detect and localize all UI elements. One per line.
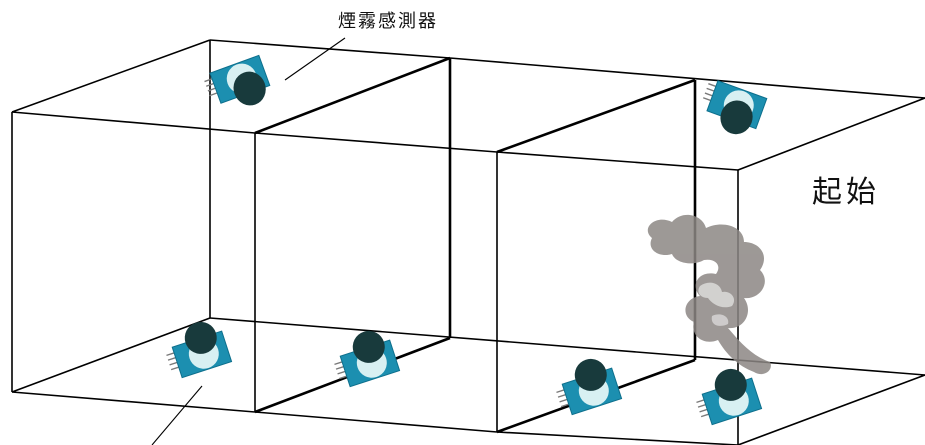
front-top-edge-1 — [11, 111, 256, 134]
divider-frames — [254, 56, 697, 434]
floor-sensor-leader — [151, 385, 203, 445]
right-roof-diagonal — [737, 97, 925, 171]
divider-1-roof — [254, 56, 451, 135]
floor-sensor-1 — [163, 321, 233, 381]
left-floor-diagonal — [11, 317, 211, 393]
divider-2-roof — [496, 78, 696, 154]
smoke-plume-icon — [647, 214, 771, 375]
start-label: 起始 — [812, 175, 880, 210]
front-top-edge-2 — [254, 132, 498, 153]
floor-sensor-2 — [331, 330, 401, 390]
front-floor-edge-2 — [254, 411, 498, 433]
sensor-label-leader — [284, 37, 346, 81]
sensor-label: 煙霧感測器 — [338, 11, 438, 32]
left-roof-diagonal — [11, 39, 211, 113]
back-top-edge-right — [449, 57, 925, 99]
front-floor-edge-1 — [11, 391, 256, 413]
ceiling-sensor-2 — [698, 77, 768, 135]
front-top-edge-3 — [496, 151, 739, 171]
right-floor-diagonal — [737, 374, 925, 445]
floor-sensor-3 — [553, 358, 623, 418]
ceiling-sensor-1 — [201, 54, 271, 107]
corridor-wireframe — [11, 39, 925, 445]
back-floor-edge — [209, 317, 925, 376]
floor-sensor-4 — [693, 368, 763, 428]
front-floor-edge-3 — [496, 431, 739, 445]
